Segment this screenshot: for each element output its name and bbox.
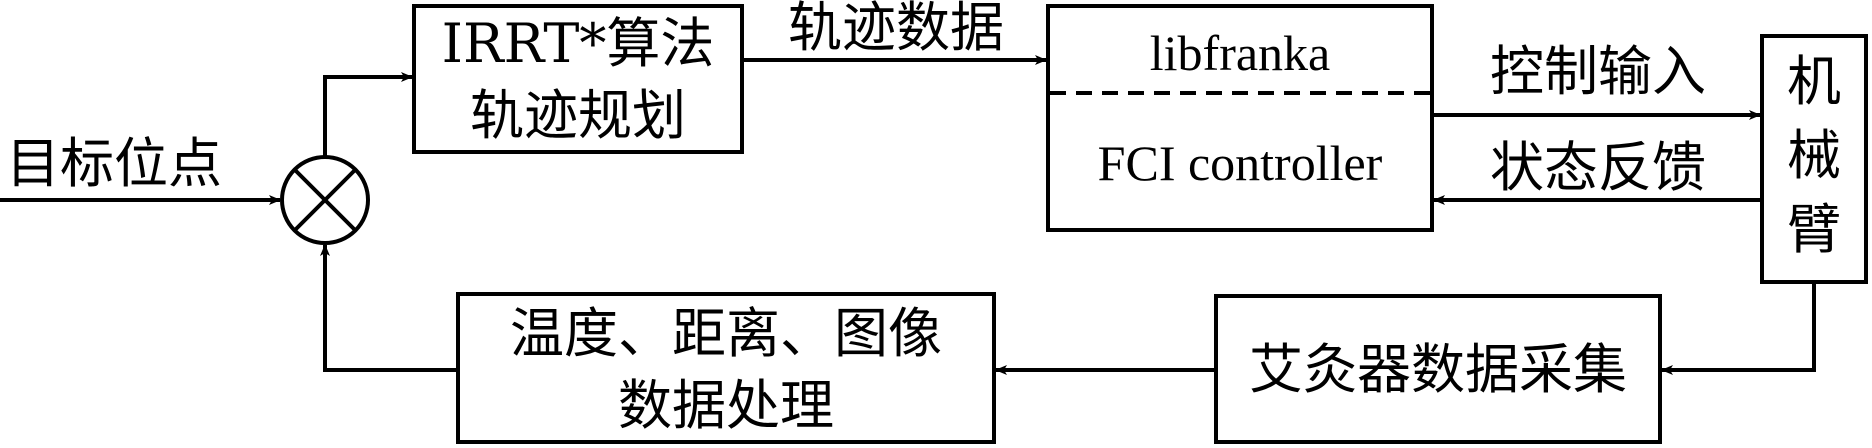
arm-to-acquisition-arrow bbox=[1661, 282, 1816, 375]
planner-block bbox=[412, 4, 744, 154]
trajectory-data-label: 轨迹数据 bbox=[788, 0, 1004, 59]
acquisition-label: 艾灸器数据采集 bbox=[1249, 338, 1627, 401]
controller-top-label: libfranka bbox=[1150, 25, 1330, 81]
control-input-label: 控制输入 bbox=[1490, 40, 1706, 103]
summing-junction bbox=[280, 155, 370, 245]
planner-line1: IRRT*算法 bbox=[442, 12, 715, 75]
arm-line2: 械 bbox=[1787, 124, 1841, 187]
controller-bottom-label: FCI controller bbox=[1098, 135, 1383, 191]
processing-block bbox=[456, 292, 996, 444]
arm-line1: 机 bbox=[1787, 50, 1841, 113]
controller-block bbox=[1046, 4, 1434, 232]
feedback-to-junction-arrow bbox=[320, 244, 458, 372]
processing-line2: 数据处理 bbox=[618, 374, 834, 437]
state-feedback-label: 状态反馈 bbox=[1490, 136, 1706, 199]
junction-to-planner-arrow bbox=[323, 72, 413, 157]
arm-line3: 臂 bbox=[1787, 198, 1841, 261]
processing-line1: 温度、距离、图像 bbox=[510, 302, 942, 365]
target-label: 目标位点 bbox=[6, 132, 222, 195]
planner-line2: 轨迹规划 bbox=[470, 84, 686, 147]
